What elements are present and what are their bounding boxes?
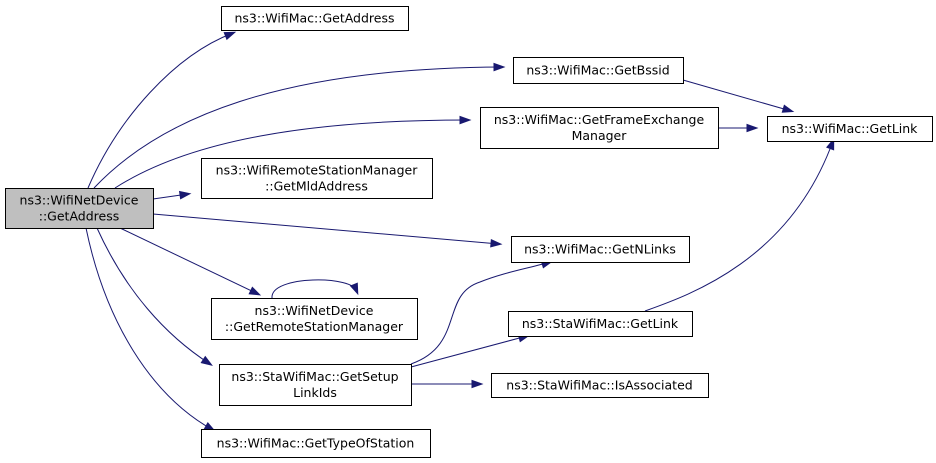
edge-line (114, 119, 469, 189)
edge-line (410, 335, 528, 368)
node-box (491, 373, 709, 398)
node-box (221, 6, 409, 31)
node-label: ns3::StaWifiMac::IsAssociated (506, 378, 692, 393)
edge-line (271, 279, 358, 299)
edges-layer (85, 31, 835, 432)
edge-line (96, 227, 211, 365)
arrowhead (223, 31, 237, 41)
node-box (508, 311, 693, 337)
nodes-layer: ns3::WifiNetDevice::GetAddressns3::WifiM… (5, 6, 933, 458)
node-box (513, 57, 684, 84)
node-mac-getnlinks[interactable]: ns3::WifiMac::GetNLinks (511, 236, 690, 263)
node-label: ns3::StaWifiMac::GetLink (522, 316, 679, 331)
node-label: ns3::WifiMac::GetBssid (526, 63, 669, 78)
edge-wnd_getaddress-to-rsm_getmld (152, 190, 192, 200)
node-label: ns3::WifiNetDevice (255, 303, 374, 318)
edge-sta_getsetup-to-sta_getlink (410, 334, 531, 368)
node-mac-gettype[interactable]: ns3::WifiMac::GetTypeOfStation (201, 429, 431, 458)
arrowhead (248, 286, 262, 296)
arrowhead (471, 379, 484, 389)
edge-wnd_getaddress-to-mac_getaddress (87, 31, 237, 189)
edge-line (410, 261, 551, 365)
arrowhead (200, 355, 213, 366)
node-label: ::GetAddress (39, 209, 119, 224)
node-label: ns3::WifiNetDevice (20, 193, 139, 208)
node-sta-getlink[interactable]: ns3::StaWifiMac::GetLink (508, 311, 693, 337)
edge-line (682, 79, 792, 112)
node-rsm-getmld[interactable]: ns3::WifiRemoteStationManager::GetMldAdd… (201, 158, 433, 199)
edge-mac_getbssid-to-mac_getlink (682, 79, 795, 113)
node-label: ns3::WifiRemoteStationManager (216, 163, 419, 178)
edge-sta_getsetup-to-sta_isassoc (411, 379, 484, 389)
node-label: ns3::WifiMac::GetLink (782, 121, 919, 136)
node-label: ns3::WifiMac::GetFrameExchange (494, 112, 705, 127)
node-box (201, 429, 431, 458)
node-box (219, 364, 412, 406)
edge-line (644, 140, 834, 312)
node-wnd-getaddress[interactable]: ns3::WifiNetDevice::GetAddress (5, 188, 154, 229)
node-sta-isassoc[interactable]: ns3::StaWifiMac::IsAssociated (491, 373, 709, 398)
node-box (511, 236, 690, 263)
arrowhead (459, 115, 472, 125)
arrowhead (349, 282, 359, 296)
node-box (480, 107, 719, 149)
node-label: ns3::WifiMac::GetTypeOfStation (217, 436, 415, 451)
node-label: ::GetMldAddress (265, 179, 368, 194)
edge-line (93, 66, 503, 189)
arrowhead (178, 190, 192, 200)
node-label: LinkIds (293, 385, 337, 400)
edge-wnd_getaddress-to-wnd_getrsm (119, 227, 262, 296)
arrowhead (493, 62, 506, 72)
edge-wnd_getaddress-to-mac_gettype (85, 227, 217, 432)
node-mac-getbssid[interactable]: ns3::WifiMac::GetBssid (513, 57, 684, 84)
node-box (5, 188, 154, 229)
edge-line (119, 227, 259, 295)
edge-line (87, 32, 234, 189)
node-label: ns3::StaWifiMac::GetSetup (231, 369, 398, 384)
node-wnd-getrsm[interactable]: ns3::WifiNetDevice::GetRemoteStationMana… (211, 298, 418, 340)
node-label: ns3::WifiMac::GetAddress (234, 11, 394, 26)
arrowhead (781, 104, 795, 113)
arrowhead (746, 123, 759, 133)
node-label: ::GetRemoteStationManager (225, 319, 404, 334)
edge-mac_getfem-to-mac_getlink (718, 123, 759, 133)
node-mac-getaddress[interactable]: ns3::WifiMac::GetAddress (221, 6, 409, 31)
edge-sta_getlink-to-mac_getlink (644, 137, 835, 312)
edge-line (85, 227, 214, 431)
edge-wnd_getrsm-to-wnd_getrsm (271, 279, 359, 299)
node-box (767, 116, 933, 142)
arrowhead (490, 238, 503, 248)
edge-wnd_getaddress-to-sta_getsetup (96, 227, 213, 366)
edge-wnd_getaddress-to-mac_getnlinks (152, 213, 503, 248)
node-box (211, 298, 418, 340)
node-label: Manager (572, 128, 628, 143)
node-label: ns3::WifiMac::GetNLinks (524, 242, 676, 257)
edge-wnd_getaddress-to-mac_getfem (114, 115, 472, 189)
node-box (201, 158, 433, 199)
edge-wnd_getaddress-to-mac_getbssid (93, 62, 506, 189)
edge-line (152, 213, 500, 245)
node-mac-getlink[interactable]: ns3::WifiMac::GetLink (767, 116, 933, 142)
